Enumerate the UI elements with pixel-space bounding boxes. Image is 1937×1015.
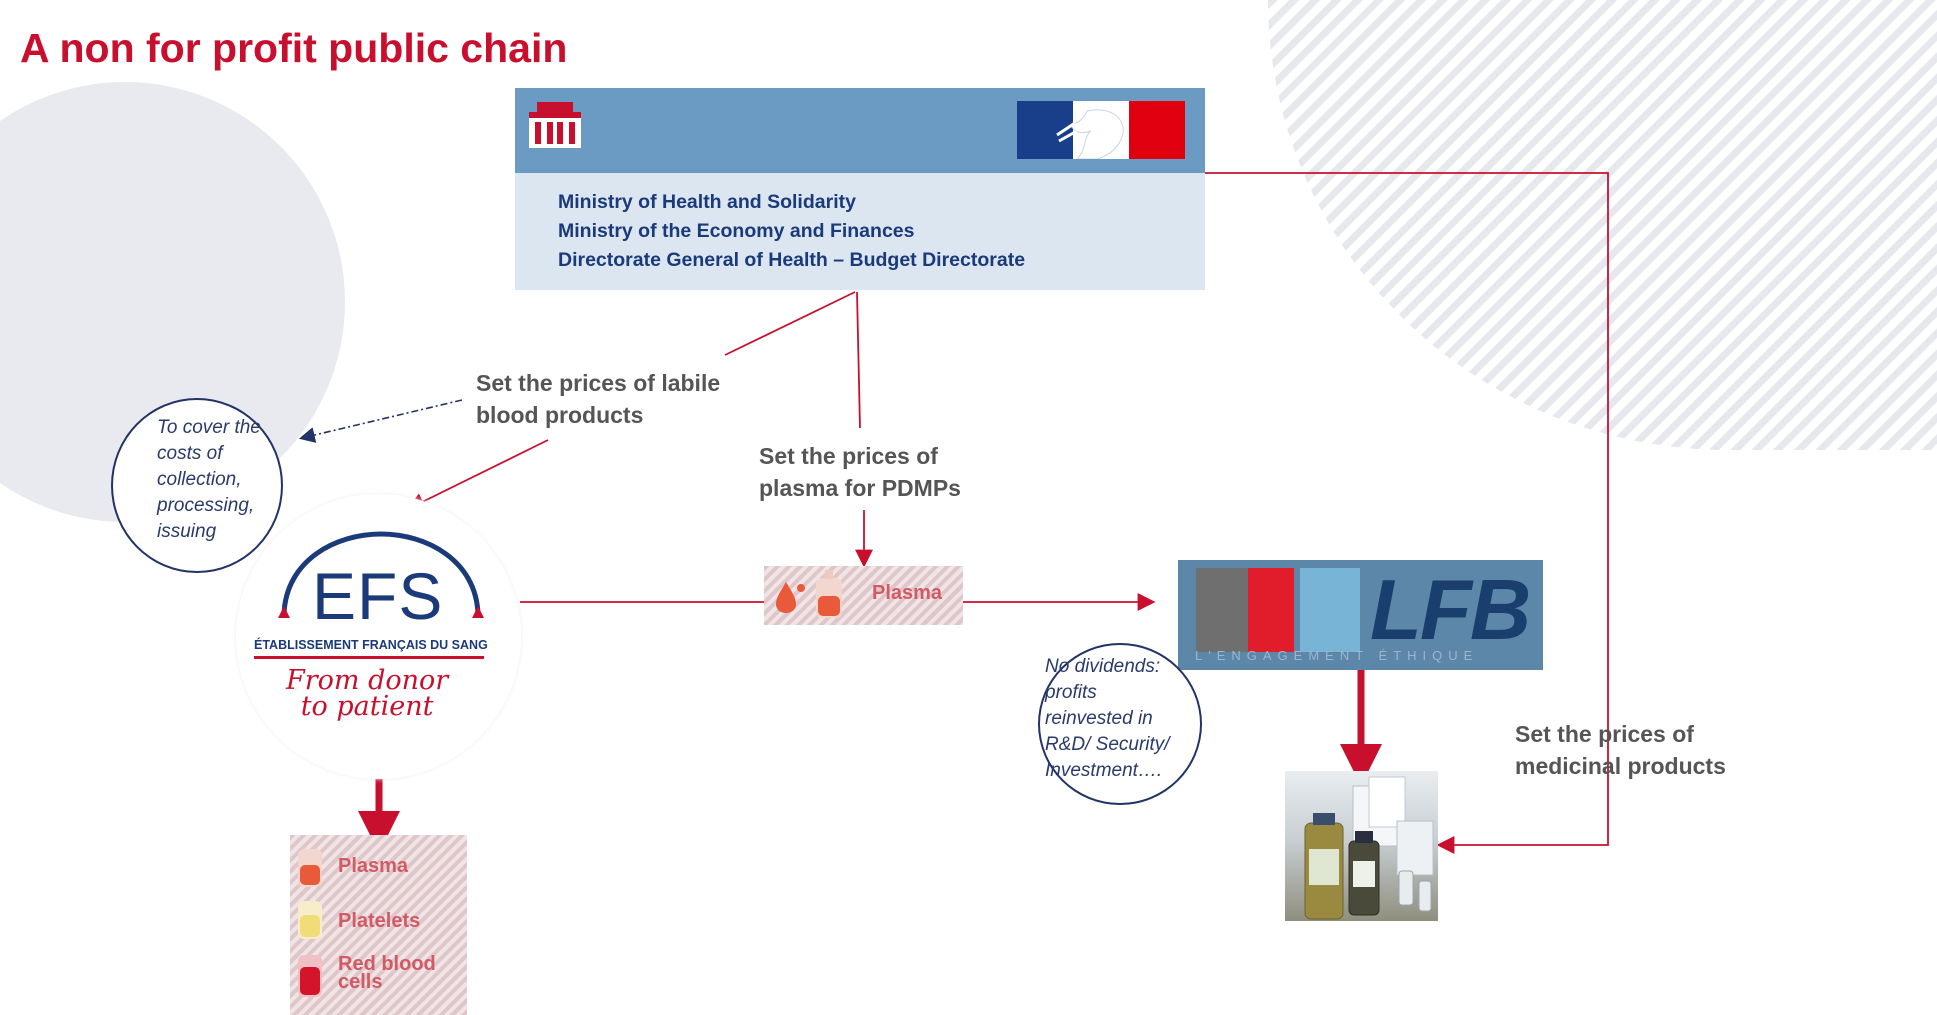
labile-to-efs-arrow xyxy=(406,439,549,510)
ministry-line-economy: Ministry of the Economy and Finances xyxy=(558,220,915,242)
costs-note-text: To cover the costs of collection, proces… xyxy=(157,415,261,545)
medicine-vials-photo xyxy=(1285,771,1438,921)
lfb-block-red xyxy=(1248,568,1294,652)
ministry-line-directorate: Directorate General of Health – Budget D… xyxy=(558,249,1026,271)
efs-slogan-line2: to patient xyxy=(300,691,434,722)
dividends-note-line: No dividends: xyxy=(1045,656,1161,677)
ministry-banner: Ministry of Health and Solidarity Minist… xyxy=(515,88,1205,290)
ministry-to-plasma-line xyxy=(856,291,861,429)
labile-prices-label: Set the prices of labile blood products xyxy=(476,367,720,431)
efs-slogan-line1: From donor xyxy=(286,665,449,696)
costs-note-line: To cover the xyxy=(157,417,261,438)
plasma-prices-label: Set the prices of plasma for PDMPs xyxy=(759,440,961,504)
costs-note-line: processing, xyxy=(157,495,255,516)
dividends-note-line: R&D/ Security/ xyxy=(1045,734,1170,755)
lfb-tagline: L'ENGAGEMENT ÉTHIQUE xyxy=(1195,648,1479,663)
medicine-vials-illustration xyxy=(1304,776,1434,920)
plasma-box: Plasma xyxy=(764,566,963,625)
costs-note-line: costs of xyxy=(157,443,223,464)
blood-bag-icon xyxy=(816,570,842,618)
efs-acronym: EFS xyxy=(312,559,444,633)
product-platelets: Platelets xyxy=(338,910,421,932)
ministry-banner-header xyxy=(515,88,1205,173)
costs-note-circle xyxy=(111,398,283,573)
efs-arch-icon xyxy=(278,531,484,618)
red-cells-bag-icon xyxy=(298,955,322,997)
ministry-to-medicinal-line xyxy=(1205,172,1609,854)
blood-products-list: Plasma Platelets Red blood cells xyxy=(290,835,467,1015)
labile-prices-label-line2: blood products xyxy=(476,402,644,428)
dividends-note-line: profits xyxy=(1045,682,1097,703)
lfb-block-gray xyxy=(1196,568,1248,652)
lfb-logo xyxy=(1178,560,1543,670)
medicinal-prices-label-line2: medicinal products xyxy=(1515,753,1726,779)
medicinal-prices-label: Set the prices of medicinal products xyxy=(1515,718,1726,782)
labile-to-costs-note-arrow xyxy=(298,399,463,443)
lfb-name: LFB xyxy=(1370,563,1531,658)
plasma-prices-label-line1: Set the prices of xyxy=(759,443,938,469)
efs-full-name: ÉTABLISSEMENT FRANÇAIS DU SANG xyxy=(254,638,488,652)
efs-slogan: From donor to patient xyxy=(286,665,449,722)
plasma-bag-icon xyxy=(298,849,322,887)
efs-logo xyxy=(236,494,521,779)
lfb-block-blue xyxy=(1300,568,1360,652)
ministry-line-health: Ministry of Health and Solidarity xyxy=(558,191,856,213)
ministry-names: Ministry of Health and Solidarity Minist… xyxy=(558,188,1025,275)
product-plasma: Plasma xyxy=(338,855,409,877)
government-building-icon xyxy=(529,102,581,148)
product-red-cells: Red blood cells xyxy=(338,953,436,993)
efs-divider xyxy=(254,656,484,659)
blood-drop-icon xyxy=(776,582,805,613)
ministry-to-labile-line xyxy=(724,291,856,356)
platelets-bag-icon xyxy=(298,901,322,939)
page-title: A non for profit public chain xyxy=(20,25,568,71)
labile-prices-label-line1: Set the prices of labile xyxy=(476,370,721,396)
medicinal-prices-label-line1: Set the prices of xyxy=(1515,721,1694,747)
costs-note-line: collection, xyxy=(157,469,242,490)
plasma-prices-label-line2: plasma for PDMPs xyxy=(759,475,961,501)
dividends-note-line: reinvested in xyxy=(1045,708,1153,729)
costs-note-line: issuing xyxy=(157,521,217,542)
marianne-logo-icon xyxy=(1017,101,1185,159)
dividends-note-text: No dividends: profits reinvested in R&D/… xyxy=(1045,654,1170,784)
dividends-note-line: Investment…. xyxy=(1045,760,1163,781)
plasma-box-label: Plasma xyxy=(872,582,943,604)
dividends-note-circle xyxy=(1038,643,1202,805)
